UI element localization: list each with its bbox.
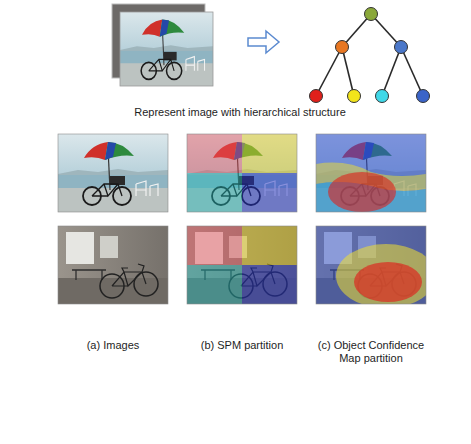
confidence-overlay [316,134,426,212]
tree-node [336,41,349,54]
photo [187,134,297,212]
hollow-arrow [248,31,279,53]
photo-frame [58,134,168,212]
tree-edge [401,47,423,96]
tree-node [348,90,361,103]
photo-frame [187,226,297,304]
photo-frame [316,226,426,304]
caption-label: Represent image with hierarchical struct… [80,106,400,119]
spm-overlay [187,226,297,304]
tree-node [365,8,378,21]
tree-node [376,90,389,103]
photo-frame [187,134,297,212]
photo [58,226,168,304]
spm-overlay [187,134,297,212]
panel-caption: (b) SPM partition [180,339,304,352]
tree-edges [316,14,423,96]
photo-frame [316,134,426,212]
tree-nodes [310,8,430,103]
panel-caption: (c) Object Confidence Map partition [311,339,431,365]
tree-edge [382,47,401,96]
confidence-overlay [316,226,436,308]
photo [58,134,168,212]
tree-node [310,90,323,103]
photo-border [120,12,213,86]
front-photo [120,12,213,86]
photo [187,226,297,304]
panel-caption: (a) Images [51,339,175,352]
photo-frames [58,134,426,304]
tree-node [395,41,408,54]
tree-edge [342,47,354,96]
photo [316,134,426,212]
photo-frame [58,226,168,304]
tree-edge [316,47,342,96]
tree-node [417,90,430,103]
